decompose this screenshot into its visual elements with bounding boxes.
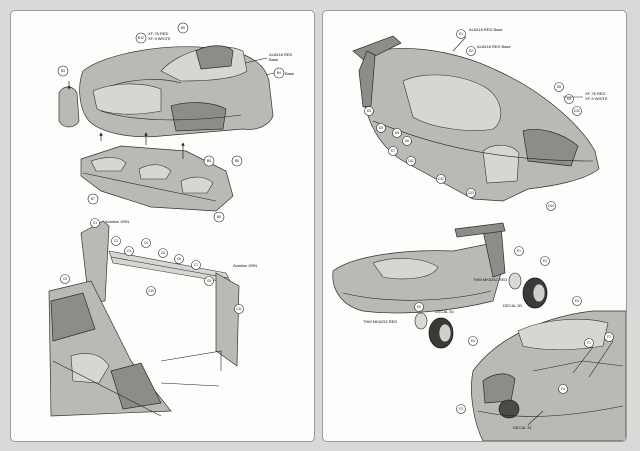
rear-wing-endplate-right bbox=[215, 272, 240, 367]
svg-text:E3: E3 bbox=[575, 299, 579, 303]
svg-text:C7: C7 bbox=[194, 263, 198, 267]
svg-text:C5: C5 bbox=[161, 251, 165, 255]
side-color-label-2: XF-9 WHITE bbox=[585, 96, 608, 101]
assembled-car-middle bbox=[332, 222, 506, 314]
leader-line bbox=[452, 36, 467, 52]
top-color-label-2: AL8418 RED Base bbox=[477, 44, 511, 49]
svg-text:F1: F1 bbox=[587, 341, 591, 345]
svg-text:F2: F2 bbox=[607, 335, 611, 339]
wheel-hub-right bbox=[508, 272, 522, 290]
svg-text:D13: D13 bbox=[468, 191, 474, 195]
svg-text:D3: D3 bbox=[367, 109, 371, 113]
svg-text:C10: C10 bbox=[148, 289, 154, 293]
svg-text:C6: C6 bbox=[177, 257, 181, 261]
part-bubbles-wing: C1 C2 C3 C4 C5 C6 C7 C8 C9 C10 C11 bbox=[60, 218, 244, 314]
wheel-rear-right bbox=[522, 277, 548, 309]
svg-text:D8: D8 bbox=[557, 85, 561, 89]
right-color-label-2: Base bbox=[269, 57, 279, 62]
leader-line bbox=[265, 72, 275, 76]
svg-text:D7: D7 bbox=[391, 149, 395, 153]
svg-text:C4: C4 bbox=[144, 241, 148, 245]
instruction-panel-right: D1 D2 D3 D4 D5 D6 D7 D8 D9 D10 D11 D12 D… bbox=[322, 10, 627, 442]
svg-text:B8: B8 bbox=[217, 215, 221, 219]
svg-text:E2: E2 bbox=[543, 259, 547, 263]
front-nose-piece bbox=[58, 86, 80, 128]
svg-text:B3: B3 bbox=[61, 69, 65, 73]
svg-text:D11: D11 bbox=[408, 159, 414, 163]
rear-color-label-2: XF-9 WHITE bbox=[148, 36, 171, 41]
svg-text:D12: D12 bbox=[438, 177, 444, 181]
svg-text:E4: E4 bbox=[471, 339, 475, 343]
leader-line bbox=[160, 382, 220, 387]
svg-text:F3: F3 bbox=[459, 407, 463, 411]
decal-label-left: DECAL 30 bbox=[435, 309, 455, 314]
leader-line bbox=[244, 57, 268, 64]
svg-text:E1: E1 bbox=[517, 249, 521, 253]
svg-text:C1: C1 bbox=[93, 221, 97, 225]
svg-text:C9: C9 bbox=[63, 277, 67, 281]
top-color-label-1: AL8418 RED Base bbox=[469, 27, 503, 32]
svg-text:D10: D10 bbox=[574, 109, 580, 113]
part-bubbles-detail: F1 F2 F3 F4 bbox=[456, 332, 614, 414]
front-body-shell bbox=[79, 45, 274, 138]
svg-text:B4: B4 bbox=[277, 71, 281, 75]
part-bubbles-floor: B5 B6 B7 B8 bbox=[87, 155, 243, 223]
wheel-hub-left bbox=[414, 312, 428, 330]
part-bubbles-top: B12 B9 B3 B4 bbox=[57, 22, 285, 79]
complete-body-top bbox=[352, 35, 600, 202]
decal-label-right: DECAL 30 bbox=[503, 303, 523, 308]
right-color-label: AL8418 RED bbox=[269, 52, 292, 57]
tire-label-right: THM MK6252 RED bbox=[473, 277, 507, 282]
svg-text:B6: B6 bbox=[235, 159, 239, 163]
side-color-label: XF-76 RED bbox=[585, 91, 606, 96]
svg-text:D4: D4 bbox=[379, 126, 383, 130]
wing-color-label-right: Aviation GRN bbox=[233, 263, 257, 268]
svg-text:D9: D9 bbox=[567, 97, 571, 101]
svg-text:C8: C8 bbox=[207, 279, 211, 283]
left-panel-drawing: B12 B9 B3 B4 XF-76 RED XF-9 WHITE AL8418… bbox=[48, 22, 295, 417]
svg-text:D2: D2 bbox=[469, 49, 473, 53]
leader-line bbox=[588, 340, 614, 378]
wing-color-label-left: Aviation GRN bbox=[105, 219, 129, 224]
leader-line bbox=[160, 350, 222, 371]
rear-body-section bbox=[48, 280, 172, 417]
right-color-label-3: Base bbox=[285, 71, 295, 76]
part-bubbles-middle-car: E1 E2 E3 E4 E5 bbox=[414, 246, 582, 346]
front-detail-view bbox=[471, 310, 626, 441]
svg-text:C3: C3 bbox=[127, 249, 131, 253]
svg-text:D1: D1 bbox=[459, 32, 463, 36]
svg-text:B12: B12 bbox=[138, 36, 144, 40]
svg-text:D14: D14 bbox=[548, 204, 554, 208]
svg-text:C2: C2 bbox=[114, 239, 118, 243]
svg-text:B5: B5 bbox=[207, 159, 211, 163]
svg-text:E5: E5 bbox=[417, 305, 421, 309]
svg-text:D6: D6 bbox=[405, 139, 409, 143]
svg-text:D5: D5 bbox=[395, 131, 399, 135]
tire-label-left: THM MK6252 RED bbox=[363, 319, 397, 324]
decal-label-bottom: DECAL 31 bbox=[513, 425, 533, 430]
svg-text:F4: F4 bbox=[561, 387, 565, 391]
svg-text:B7: B7 bbox=[91, 197, 95, 201]
right-panel-drawing: D1 D2 D3 D4 D5 D6 D7 D8 D9 D10 D11 D12 D… bbox=[332, 27, 626, 441]
svg-text:B9: B9 bbox=[181, 26, 185, 30]
svg-text:C11: C11 bbox=[236, 307, 242, 311]
part-bubbles-top-car: D1 D2 D3 D4 D5 D6 D7 D8 D9 D10 D11 D12 D… bbox=[364, 29, 582, 211]
wheel-front-left bbox=[428, 317, 454, 349]
instruction-panel-left: B12 B9 B3 B4 XF-76 RED XF-9 WHITE AL8418… bbox=[10, 10, 315, 442]
leader-line bbox=[527, 410, 544, 426]
undertray-floor bbox=[80, 145, 234, 212]
rear-color-label: XF-76 RED bbox=[148, 31, 169, 36]
leader-line bbox=[572, 346, 594, 374]
